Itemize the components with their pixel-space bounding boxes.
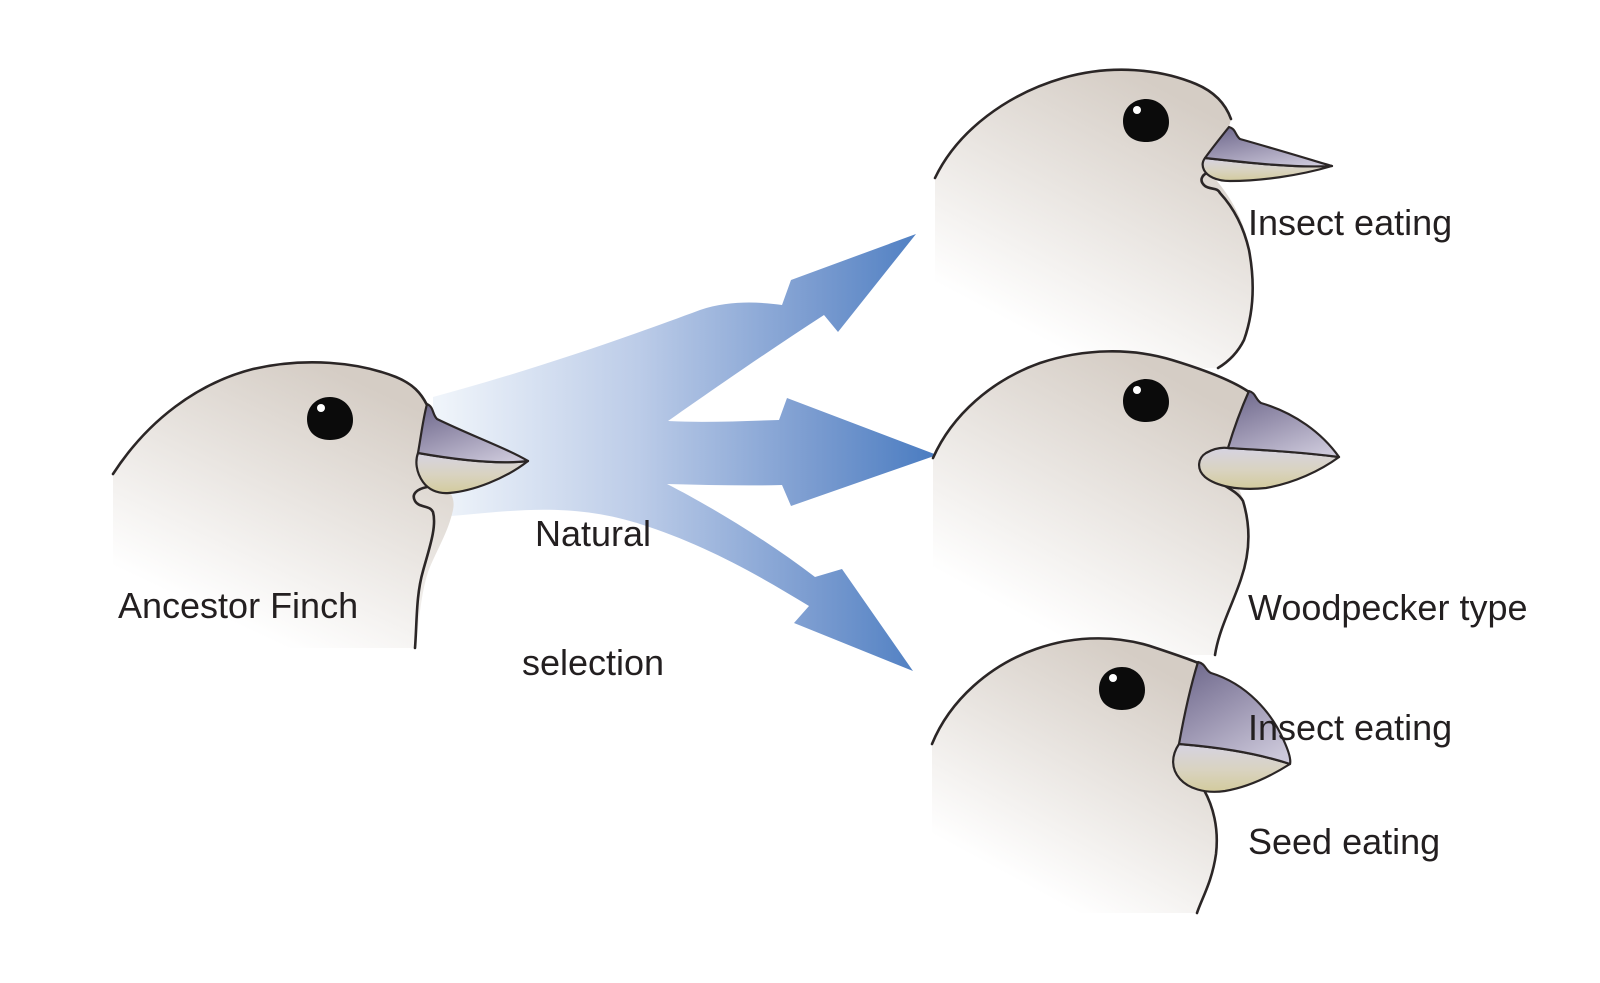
seed-eater-upper-mandible <box>1177 660 1292 766</box>
woodpecker-throat-outline <box>1213 482 1250 657</box>
woodpecker-upper-mandible <box>1226 389 1341 459</box>
seed-eater-eye <box>1099 667 1145 710</box>
ancestor-neck-outline <box>412 485 436 650</box>
natural-selection-label-line2: selection <box>521 642 665 683</box>
woodpecker-eye <box>1123 379 1169 422</box>
woodpecker-type-label-line1: Woodpecker type <box>1248 587 1528 628</box>
woodpecker-crown-outline <box>931 350 1251 460</box>
ancestor-label: Ancestor Finch <box>118 585 359 626</box>
seed-eating-label: Seed eating <box>1248 821 1441 862</box>
insect-eater-upper-mandible <box>1203 125 1334 168</box>
insect-eater-eye <box>1123 99 1169 142</box>
woodpecker-finch-illustration <box>931 350 1341 700</box>
seed-eater-head-fill <box>932 638 1218 913</box>
seed-eater-crown-outline <box>930 637 1200 746</box>
insect-eater-throat-outline <box>1200 170 1255 370</box>
ancestor-upper-mandible <box>416 402 530 464</box>
ancestor-head-fill <box>113 362 454 648</box>
insect-eater-crown-outline <box>933 68 1233 180</box>
woodpecker-type-label-line2: Insect eating <box>1248 707 1453 748</box>
natural-selection-label: Natural selection <box>493 426 693 770</box>
insect-eating-label: Insect eating <box>1248 202 1453 243</box>
natural-selection-label-line1: Natural <box>534 513 652 554</box>
ancestor-eye <box>307 397 353 440</box>
seed-eater-illustration <box>930 637 1292 915</box>
natural-selection-arrows <box>433 234 937 671</box>
woodpecker-type-label: Woodpecker type Insect eating <box>1248 508 1528 828</box>
ancestor-finch-illustration <box>111 361 530 650</box>
seed-eater-throat-outline <box>1195 788 1219 915</box>
woodpecker-head-fill <box>933 351 1249 655</box>
ancestor-forehead-outline <box>111 361 429 476</box>
insect-eater-head-fill <box>935 69 1254 369</box>
